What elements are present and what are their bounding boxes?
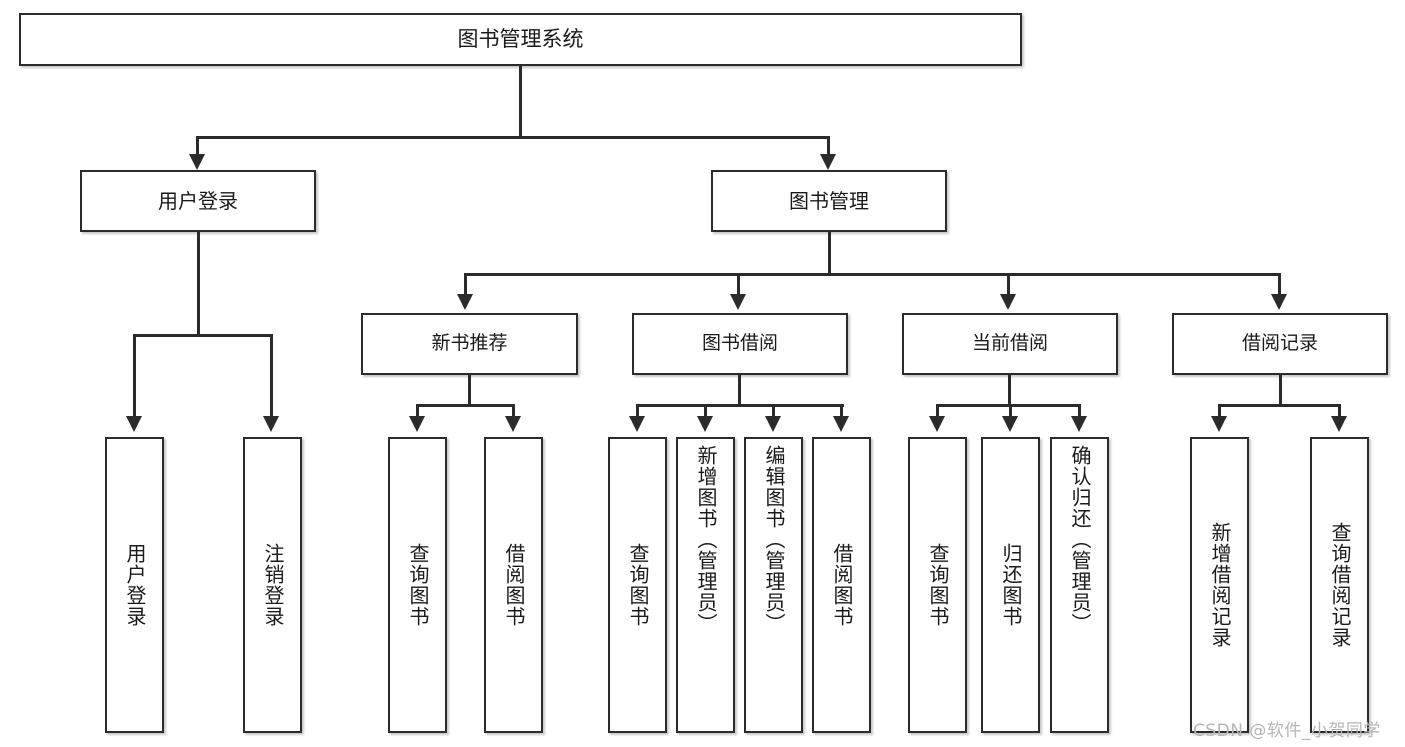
arrowhead-recommend-leaf-2 [505, 416, 521, 432]
connector-book-manage-to-recommend [464, 273, 467, 299]
arrowhead-user-login-leaf-1 [126, 416, 142, 432]
arrowhead-user-login-leaf-2 [263, 416, 279, 432]
connector-book-manage-bus [464, 273, 1281, 276]
connector-book-borrow-to-leaf-4 [840, 404, 843, 420]
connector-current-borrow-to-leaf-3 [1078, 404, 1081, 420]
node-user-login[interactable]: 用户登录 [80, 170, 316, 232]
node-label: 确认归还（管理员） [1068, 445, 1092, 634]
node-book-borrow[interactable]: 图书借阅 [632, 313, 848, 375]
node-label: 用户登录 [158, 188, 238, 213]
arrowhead-current-borrow-leaf-2 [1002, 416, 1018, 432]
connector-book-borrow-bus [636, 404, 844, 407]
arrowhead-borrow-record-leaf-1 [1211, 416, 1227, 432]
csdn-watermark: CSDN @软件_小贺同学 [1193, 721, 1381, 741]
node-book-manage[interactable]: 图书管理 [711, 170, 947, 232]
arrowhead-current-borrow-leaf-3 [1071, 416, 1087, 432]
node-label: 新增图书（管理员） [694, 445, 718, 634]
node-label: 新书推荐 [431, 332, 508, 355]
node-label: 编辑图书（管理员） [762, 445, 786, 634]
node-label: 新增借阅记录 [1208, 522, 1232, 648]
connector-current-borrow-stem [1008, 375, 1011, 406]
connector-root-to-user-login [196, 136, 199, 162]
node-leaf-query-borrow-record[interactable]: 查询借阅记录 [1310, 437, 1369, 733]
connector-borrow-record-bus [1218, 404, 1341, 407]
connector-recommend-to-leaf-2 [512, 404, 515, 420]
connector-book-manage-stem [828, 232, 831, 276]
connector-user-login-to-leaf-2 [270, 334, 273, 420]
node-label: 用户登录 [123, 543, 147, 627]
node-leaf-return-book[interactable]: 归还图书 [981, 437, 1040, 733]
connector-recommend-stem [468, 375, 471, 406]
arrowhead-current-borrow-leaf-1 [929, 416, 945, 432]
node-label: 查询借阅记录 [1328, 522, 1352, 648]
node-label: 查询图书 [406, 543, 430, 627]
connector-root-bus [196, 136, 830, 139]
node-label: 借阅图书 [830, 543, 854, 627]
arrowhead-book-borrow-leaf-3 [765, 416, 781, 432]
node-leaf-user-logout[interactable]: 注销登录 [243, 437, 302, 733]
connector-borrow-record-stem [1279, 375, 1282, 406]
connector-current-borrow-to-leaf-1 [936, 404, 939, 420]
connector-book-borrow-to-leaf-3 [772, 404, 775, 420]
arrowhead-root-to-user-login [189, 154, 205, 170]
node-leaf-add-book[interactable]: 新增图书（管理员） [676, 437, 735, 733]
arrowhead-book-manage-recommend [457, 294, 473, 310]
node-leaf-confirm-return[interactable]: 确认归还（管理员） [1050, 437, 1109, 733]
arrowhead-borrow-record-leaf-2 [1331, 416, 1347, 432]
connector-book-borrow-stem [738, 375, 741, 406]
node-label: 借阅记录 [1241, 332, 1318, 355]
node-label: 图书管理 [789, 188, 869, 213]
node-leaf-borrow-book-2[interactable]: 借阅图书 [812, 437, 871, 733]
connector-current-borrow-bus [936, 404, 1081, 407]
node-leaf-borrow-book-1[interactable]: 借阅图书 [484, 437, 543, 733]
node-label: 当前借阅 [971, 332, 1048, 355]
connector-user-login-to-leaf-1 [133, 334, 136, 420]
connector-borrow-record-to-leaf-1 [1218, 404, 1221, 420]
node-label: 借阅图书 [502, 543, 526, 627]
node-new-book-recommend[interactable]: 新书推荐 [361, 313, 578, 375]
connector-root-stem [519, 66, 522, 138]
connector-book-borrow-to-leaf-2 [704, 404, 707, 420]
node-label: 图书借阅 [701, 332, 778, 355]
connector-borrow-record-to-leaf-2 [1338, 404, 1341, 420]
arrowhead-root-to-book-manage [820, 154, 836, 170]
node-label: 归还图书 [999, 543, 1023, 627]
arrowhead-book-manage-borrow [730, 294, 746, 310]
node-leaf-user-login[interactable]: 用户登录 [105, 437, 164, 733]
connector-book-manage-to-current [1007, 273, 1010, 299]
node-root-system[interactable]: 图书管理系统 [19, 13, 1022, 66]
arrowhead-book-manage-record [1271, 294, 1287, 310]
arrowhead-book-borrow-leaf-2 [697, 416, 713, 432]
node-label: 注销登录 [261, 543, 285, 627]
connector-recommend-to-leaf-1 [416, 404, 419, 420]
connector-book-manage-to-record [1278, 273, 1281, 299]
connector-book-borrow-to-leaf-1 [636, 404, 639, 420]
node-label: 查询图书 [926, 543, 950, 627]
connector-recommend-bus [416, 404, 515, 407]
arrowhead-book-borrow-leaf-1 [629, 416, 645, 432]
arrowhead-recommend-leaf-1 [409, 416, 425, 432]
node-current-borrow[interactable]: 当前借阅 [902, 313, 1118, 375]
arrowhead-book-borrow-leaf-4 [833, 416, 849, 432]
node-leaf-edit-book[interactable]: 编辑图书（管理员） [744, 437, 803, 733]
node-label: 查询图书 [626, 543, 650, 627]
node-borrow-record[interactable]: 借阅记录 [1172, 313, 1388, 375]
connector-book-manage-to-borrow [737, 273, 740, 299]
node-leaf-add-borrow-record[interactable]: 新增借阅记录 [1190, 437, 1249, 733]
arrowhead-book-manage-current [1000, 294, 1016, 310]
node-leaf-query-book-3[interactable]: 查询图书 [908, 437, 967, 733]
node-label: 图书管理系统 [457, 27, 584, 52]
node-leaf-query-book-2[interactable]: 查询图书 [608, 437, 667, 733]
connector-root-to-book-manage [827, 136, 830, 162]
connector-user-login-stem [197, 232, 200, 337]
connector-user-login-bus [133, 334, 273, 337]
node-leaf-query-book-1[interactable]: 查询图书 [388, 437, 447, 733]
connector-current-borrow-to-leaf-2 [1009, 404, 1012, 420]
